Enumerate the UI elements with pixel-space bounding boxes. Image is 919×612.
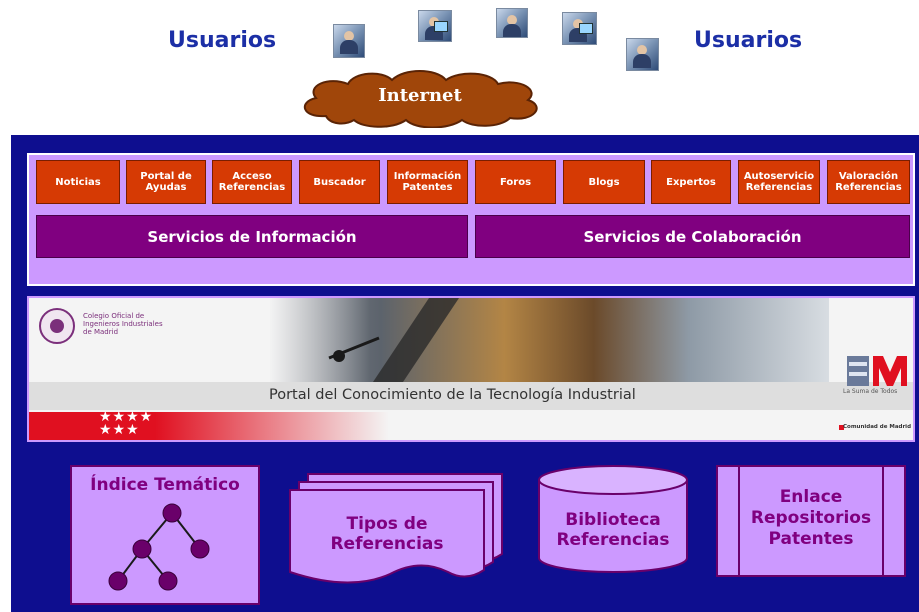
star-icon: ★★★★ ★★★ [99, 409, 154, 438]
biblioteca-referencias-label: Biblioteca Referencias [556, 510, 670, 550]
service-button-buscador[interactable]: Buscador [299, 160, 380, 204]
banner-caption-strip [29, 382, 913, 410]
user-photo-5 [626, 38, 659, 71]
internet-label: Internet [378, 85, 462, 106]
database-icon [538, 465, 688, 573]
user-photo-4 [562, 12, 597, 45]
coiim-name: Colegio Oficial de Ingenieros Industrial… [83, 312, 163, 336]
user-photo-3 [496, 8, 528, 38]
service-button-acceso-referencias[interactable]: Acceso Referencias [212, 160, 292, 204]
document-stack-icon [289, 473, 503, 584]
users-right-label: Usuarios [694, 28, 803, 53]
biblioteca-referencias-shape: Biblioteca Referencias [537, 464, 689, 576]
indice-tematico-label: Índice Temático [90, 475, 240, 495]
seal-icon [39, 308, 75, 344]
region-mark-icon [839, 425, 844, 430]
portal-banner: Colegio Oficial de Ingenieros Industrial… [27, 296, 915, 442]
service-button-autoservicio-referencias[interactable]: Autoservicio Referencias [738, 160, 820, 204]
service-button-valoracion-referencias[interactable]: Valoración Referencias [827, 160, 910, 204]
madrid-flag-bar [29, 412, 389, 440]
region-slogan: La Suma de Todos [843, 388, 898, 395]
industrial-photo-strip [269, 298, 829, 388]
service-button-noticias[interactable]: Noticias [36, 160, 120, 204]
service-button-informacion-patentes[interactable]: Información Patentes [387, 160, 468, 204]
tipos-referencias-shape: Tipos de Referencias [288, 472, 504, 584]
antenna-illustration [328, 298, 459, 388]
service-button-foros[interactable]: Foros [475, 160, 556, 204]
internet-cloud: Internet [296, 68, 544, 129]
users-left-label: Usuarios [168, 28, 277, 53]
enlace-repositorios-patentes-label: Enlace Repositorios Patentes [750, 487, 872, 549]
process-bar-left [738, 467, 740, 575]
region-name: Comunidad de Madrid [843, 424, 912, 430]
process-bar-right [882, 467, 884, 575]
portal-title: Portal del Conocimiento de la Tecnología… [269, 387, 636, 403]
comunidad-madrid-logo-icon [847, 356, 907, 386]
indice-tematico-box: Índice Temático [70, 465, 260, 605]
enlace-repositorios-patentes-box: Enlace Repositorios Patentes [716, 465, 906, 577]
tree-icon [108, 503, 210, 591]
user-photo-1 [333, 24, 365, 58]
user-photo-2 [418, 10, 452, 42]
service-button-portal-ayudas[interactable]: Portal de Ayudas [126, 160, 206, 204]
service-button-blogs[interactable]: Blogs [563, 160, 645, 204]
service-button-expertos[interactable]: Expertos [651, 160, 731, 204]
cloud-icon [303, 70, 538, 129]
tipos-referencias-label: Tipos de Referencias [330, 514, 444, 554]
collaboration-services-bar: Servicios de Colaboración [475, 215, 910, 258]
information-services-bar: Servicios de Información [36, 215, 468, 258]
